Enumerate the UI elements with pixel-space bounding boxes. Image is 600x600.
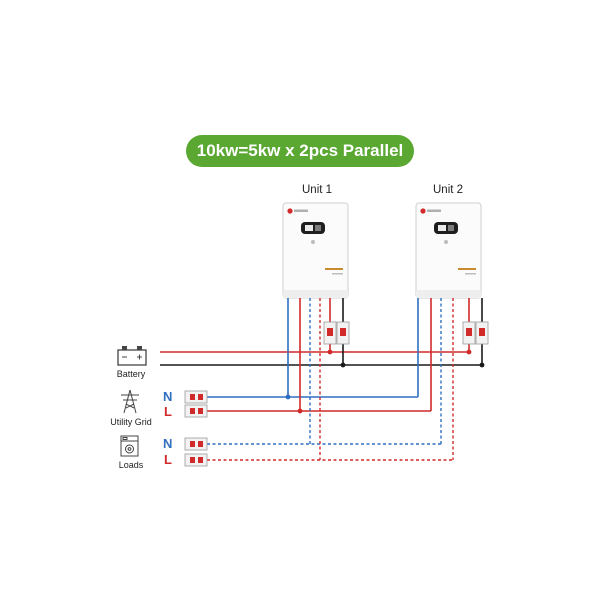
- brand-logo-icon: [287, 208, 293, 214]
- dc-breaker-unit-1: [323, 321, 350, 345]
- inverter-unit-1: [282, 202, 349, 299]
- load-output-wiring: [207, 298, 454, 461]
- utility-tower-icon: [121, 389, 139, 414]
- power-button-icon: [444, 240, 448, 244]
- load-live-label: L: [164, 452, 172, 467]
- grid-neutral-label: N: [163, 389, 173, 404]
- brand-logo-icon: [420, 208, 426, 214]
- loads-label: Loads: [118, 460, 144, 470]
- dc-breaker-unit-2: [462, 321, 489, 345]
- unit-2-label: Unit 2: [433, 184, 464, 196]
- grid-breakers: [184, 390, 208, 418]
- diagram-title-banner: 10kw=5kw x 2pcs Parallel: [186, 135, 414, 167]
- grid-live-label: L: [164, 404, 172, 419]
- loads-icon: [120, 435, 139, 457]
- load-breakers: [184, 437, 208, 467]
- battery-label: Battery: [116, 369, 146, 379]
- battery-icon: [117, 346, 147, 366]
- utility-grid-label: Utility Grid: [110, 417, 152, 427]
- inverter-unit-2: [415, 202, 482, 299]
- load-neutral-label: N: [163, 436, 173, 451]
- battery-bus: [160, 298, 485, 368]
- power-button-icon: [311, 240, 315, 244]
- unit-1-label: Unit 1: [302, 184, 333, 196]
- grid-input-wiring: [207, 298, 432, 414]
